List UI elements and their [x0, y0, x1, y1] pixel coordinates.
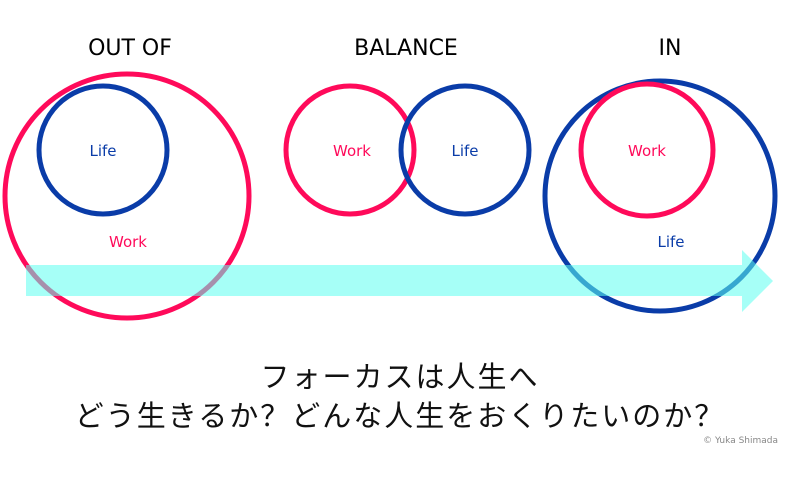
in-work-circle [578, 81, 716, 219]
balance-life-circle [398, 83, 532, 217]
in-work-label: Work [628, 142, 666, 160]
caption-line-2: どう生きるか？どんな人生をおくりたいのか？ [74, 399, 726, 433]
heading-in: IN [658, 36, 682, 61]
caption-line-1: フォーカスは人生へ [260, 360, 540, 394]
balance-work-label: Work [333, 142, 371, 160]
balance-life-label: Life [451, 142, 479, 160]
heading-out-of: OUT OF [88, 36, 172, 61]
out-of-work-circle [2, 71, 252, 321]
balance-work-circle [283, 83, 417, 217]
heading-balance: BALANCE [354, 36, 458, 61]
out-of-life-circle [36, 83, 170, 217]
out-of-life-label: Life [89, 142, 117, 160]
in-life-label: Life [657, 233, 685, 251]
in-life-circle [542, 78, 778, 314]
out-of-work-label: Work [109, 233, 147, 251]
focus-arrow [26, 250, 773, 312]
copyright-text: © Yuka Shimada [703, 436, 778, 446]
